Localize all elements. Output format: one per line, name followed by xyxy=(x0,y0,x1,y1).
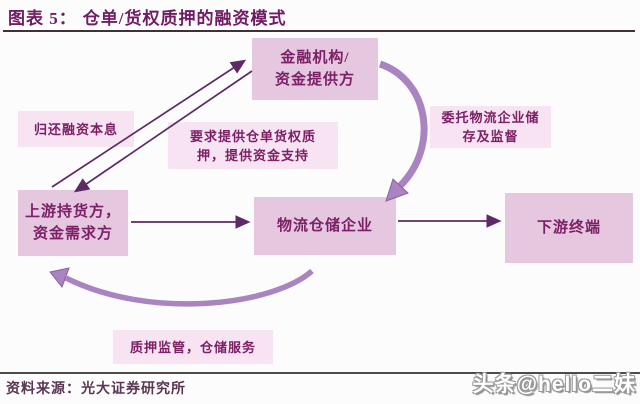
node-upstream-holder: 上游持货方， 资金需求方 xyxy=(18,190,128,256)
node-financial-institution: 金融机构/ 资金提供方 xyxy=(252,38,378,100)
label-require-pledge-provide-funds: 要求提供仓单货权质 押，提供资金支持 xyxy=(168,122,338,169)
watermark: 头条@hello二妹 xyxy=(472,373,636,396)
footer-divider xyxy=(0,372,640,374)
title-divider xyxy=(3,30,635,32)
label-pledge-line1: 要求提供仓单货权质 xyxy=(189,128,316,144)
node-financial-line2: 资金提供方 xyxy=(274,72,355,88)
label-supervision-text: 质押监管，仓储服务 xyxy=(129,339,256,355)
node-logistics-warehouse: 物流仓储企业 xyxy=(254,197,396,255)
node-upstream-line1: 上游持货方， xyxy=(24,204,121,220)
label-repay-text: 归还融资本息 xyxy=(33,121,118,137)
node-downstream-terminal: 下游终端 xyxy=(505,193,633,263)
entrust-curved-arrow xyxy=(378,60,428,202)
figure-number: 图表 5： xyxy=(8,9,77,28)
node-upstream-line2: 资金需求方 xyxy=(32,226,113,242)
label-entrust-logistics-storage: 委托物流企业储 存及监督 xyxy=(430,106,551,148)
node-financial-line1: 金融机构/ xyxy=(280,50,350,66)
label-pledge-line2: 押，提供资金支持 xyxy=(196,147,309,163)
service-curved-arrow xyxy=(49,267,314,307)
label-entrust-line2: 存及监督 xyxy=(462,129,519,144)
label-pledge-supervision-service: 质押监管，仓储服务 xyxy=(113,330,273,364)
figure-title: 图表 5： 仓单/货权质押的融资模式 xyxy=(8,4,286,29)
node-downstream-label: 下游终端 xyxy=(536,220,601,236)
node-logistics-label: 物流仓储企业 xyxy=(276,218,373,234)
label-entrust-line1: 委托物流企业储 xyxy=(441,110,540,125)
label-repay-principal-interest: 归还融资本息 xyxy=(18,111,134,147)
source-note: 资料来源：光大证券研究所 xyxy=(6,382,186,397)
figure-name: 仓单/货权质押的融资模式 xyxy=(82,9,287,28)
